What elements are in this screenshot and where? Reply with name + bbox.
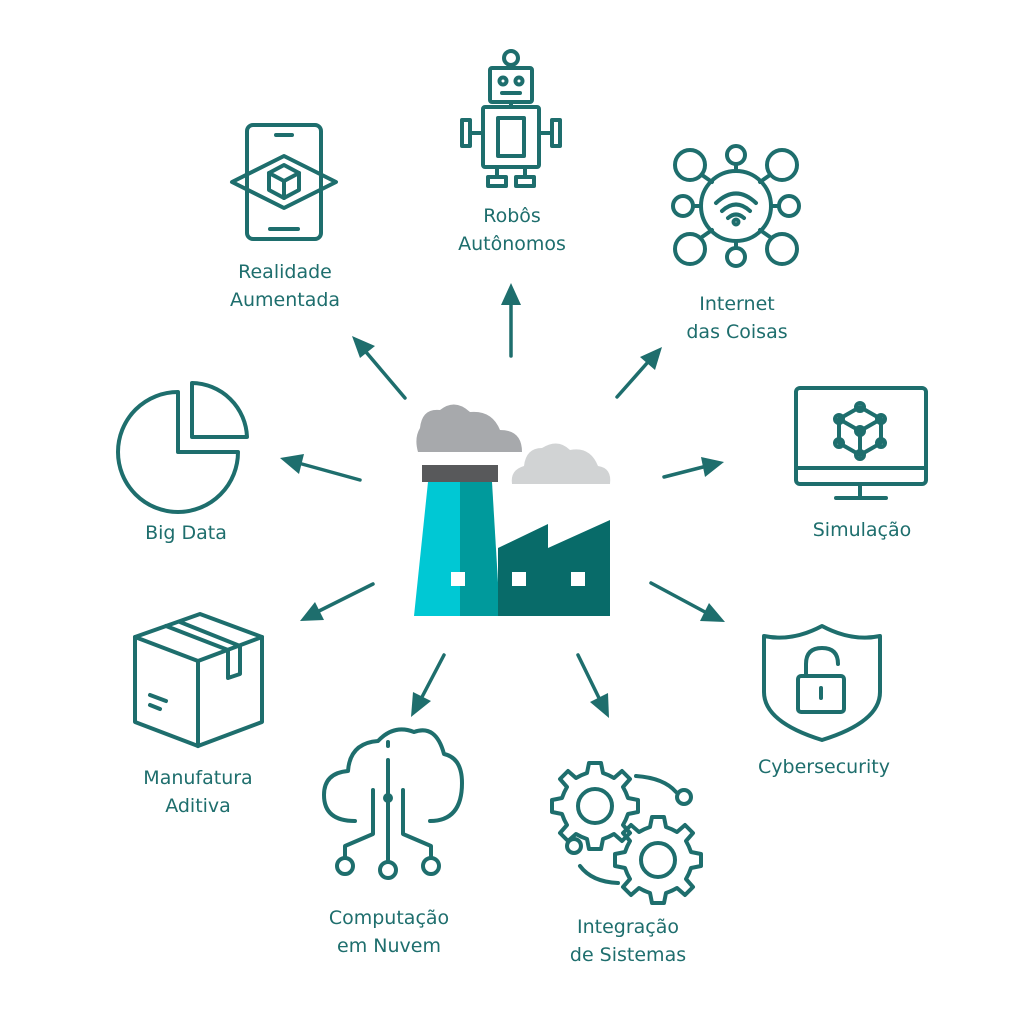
label-integracao: Integração de Sistemas xyxy=(570,913,686,969)
arrow-to-cyber xyxy=(649,581,725,622)
label-line: Integração xyxy=(576,916,679,938)
gears-icon xyxy=(550,761,703,905)
arrow-to-robos xyxy=(501,283,521,358)
factory-window xyxy=(571,572,585,586)
label-iot: Internet das Coisas xyxy=(686,290,787,346)
cloud-light xyxy=(511,443,611,484)
label-line: em Nuvem xyxy=(337,935,441,957)
label-line: Simulação xyxy=(812,519,912,541)
label-line: Aditiva xyxy=(165,795,231,817)
label-line: Manufatura xyxy=(143,767,253,789)
label-robos: Robôs Autônomos xyxy=(458,202,566,258)
label-line: Computação xyxy=(328,907,450,929)
arrow-to-realidade xyxy=(352,336,407,400)
augmented-reality-icon xyxy=(230,123,338,241)
label-line: Internet xyxy=(699,293,775,315)
arrow-to-manufatura xyxy=(300,582,375,621)
label-bigdata: Big Data xyxy=(145,519,227,547)
label-manufatura: Manufatura Aditiva xyxy=(143,764,252,820)
cloud-circuit-icon xyxy=(322,727,464,880)
factory-icon xyxy=(414,404,611,616)
arrow-to-bigdata xyxy=(280,454,362,482)
label-cyber: Cybersecurity xyxy=(758,753,890,781)
label-line: Cybersecurity xyxy=(758,756,890,778)
factory-window xyxy=(512,572,526,586)
chimney-left xyxy=(414,482,460,616)
label-line: Robôs xyxy=(483,205,541,227)
chimney-right xyxy=(460,482,500,616)
pie-chart-icon xyxy=(116,381,249,514)
iot-network-icon xyxy=(671,144,801,268)
arrows xyxy=(280,283,725,718)
label-line: Aumentada xyxy=(229,289,341,311)
factory-window xyxy=(451,572,465,586)
label-line: Big Data xyxy=(145,522,227,544)
label-line: Autônomos xyxy=(458,233,566,255)
chimney-cap xyxy=(422,465,498,482)
arrow-to-integracao xyxy=(576,653,609,718)
label-line: Realidade xyxy=(238,261,332,283)
cloud-dark xyxy=(416,404,522,452)
factory-building xyxy=(498,520,610,616)
arrow-to-iot xyxy=(615,347,662,399)
shield-lock-icon xyxy=(762,624,882,742)
arrow-to-nuvem xyxy=(411,653,446,717)
label-line: de Sistemas xyxy=(569,944,687,966)
box-icon xyxy=(133,612,264,748)
robot-icon xyxy=(460,49,562,188)
monitor-cube-icon xyxy=(794,386,928,500)
arrow-to-simulacao xyxy=(662,457,724,479)
label-simulacao: Simulação xyxy=(813,516,912,544)
label-nuvem: Computação em Nuvem xyxy=(329,904,449,960)
label-realidade: Realidade Aumentada xyxy=(230,258,340,314)
label-line: das Coisas xyxy=(686,321,788,343)
